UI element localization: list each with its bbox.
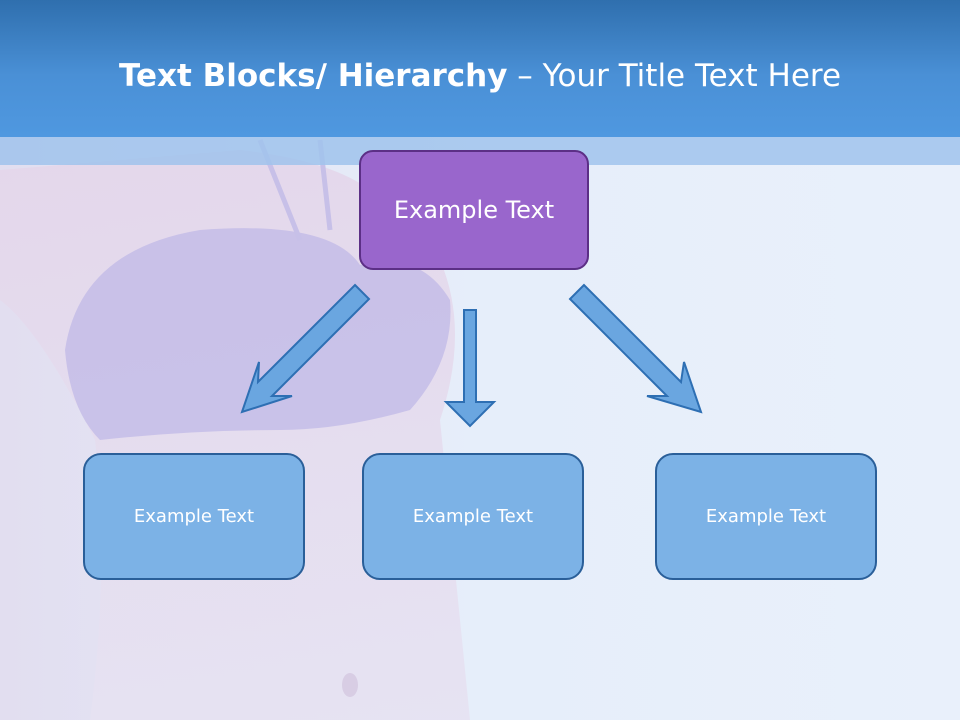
header-band: [0, 0, 960, 137]
child-box-right: Example Text: [655, 453, 877, 580]
child-box-label: Example Text: [133, 506, 255, 527]
child-box-left: Example Text: [83, 453, 305, 580]
child-box-label: Example Text: [705, 506, 827, 527]
top-box: Example Text: [359, 150, 589, 270]
child-box-middle: Example Text: [362, 453, 584, 580]
title-rest: – Your Title Text Here: [507, 58, 842, 94]
slide-title: Text Blocks/ Hierarchy – Your Title Text…: [0, 52, 960, 100]
child-box-label: Example Text: [412, 506, 534, 527]
top-box-label: Example Text: [393, 196, 555, 224]
title-bold: Text Blocks/ Hierarchy: [118, 58, 508, 94]
